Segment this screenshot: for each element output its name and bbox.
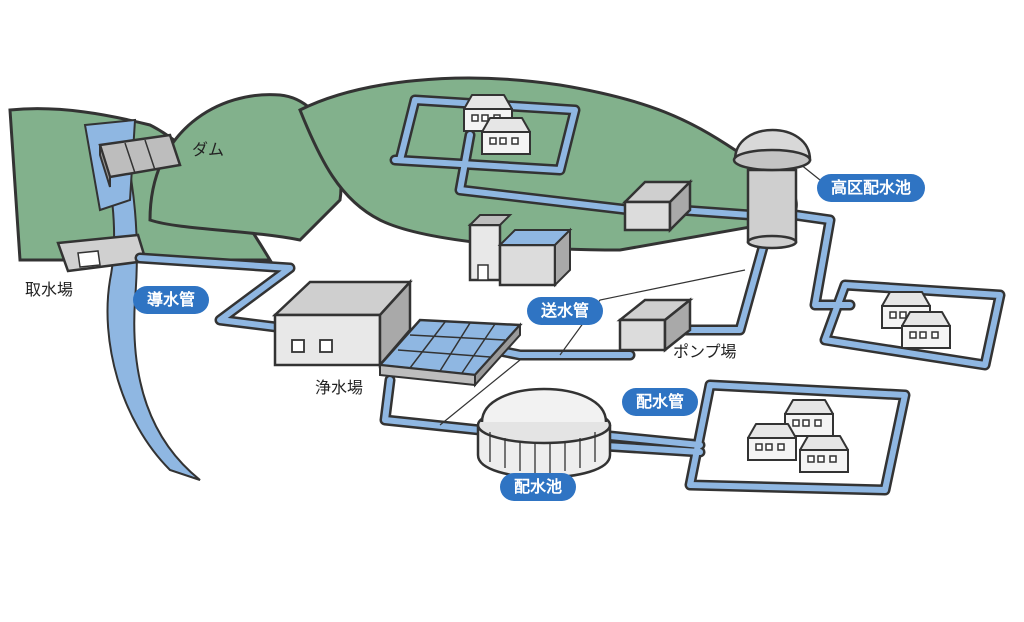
high-reservoir-pill: 高区配水池 bbox=[817, 174, 926, 202]
purification-plant-label: 浄水場 bbox=[315, 378, 364, 397]
distribution-pipe-pill: 配水管 bbox=[622, 388, 699, 416]
pump-station-label: ポンプ場 bbox=[673, 342, 737, 361]
dam bbox=[98, 133, 182, 188]
booster-station bbox=[621, 178, 694, 234]
office-building bbox=[467, 214, 573, 288]
intake-label: 取水場 bbox=[25, 280, 74, 299]
dam-label: ダム bbox=[192, 140, 225, 159]
reservoir-tank bbox=[476, 387, 612, 479]
filter-basin bbox=[377, 318, 523, 388]
purification-plant bbox=[271, 278, 413, 369]
conduit-pill: 導水管 bbox=[133, 286, 210, 314]
high-reservoir-tower bbox=[732, 128, 812, 250]
reservoir-pill: 配水池 bbox=[500, 473, 577, 501]
transmission-pipe-pill: 送水管 bbox=[527, 297, 604, 325]
intake-station bbox=[56, 233, 148, 273]
pump-station bbox=[616, 297, 694, 353]
